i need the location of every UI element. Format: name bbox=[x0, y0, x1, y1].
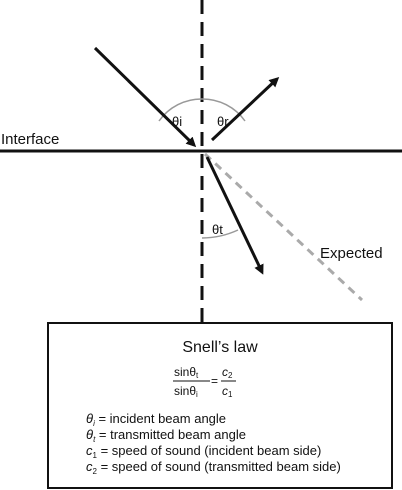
legend-theta-t: θt = transmitted beam angle bbox=[86, 427, 246, 444]
equation-right-denominator: c1 bbox=[222, 384, 233, 399]
expected-label: Expected bbox=[320, 245, 383, 262]
legend-c1: c1 = speed of sound (incident beam side) bbox=[86, 443, 321, 460]
reflected-angle-arc bbox=[201, 98, 246, 122]
interface-label: Interface bbox=[1, 131, 59, 148]
equation-right-numerator: c2 bbox=[222, 365, 233, 380]
snells-law-equation: sinθt sinθi = c2 c1 bbox=[173, 365, 236, 399]
legend-theta-i: θi = incident beam angle bbox=[86, 411, 226, 428]
incident-beam-arrow bbox=[93, 46, 197, 148]
equation-left-numerator: sinθt bbox=[174, 365, 199, 380]
theta-r-label: θr bbox=[217, 114, 229, 129]
transmitted-beam-arrow bbox=[205, 156, 264, 275]
expected-path-line bbox=[203, 152, 364, 302]
theta-i-label: θi bbox=[172, 114, 182, 129]
equation-left-denominator: sinθi bbox=[174, 384, 198, 399]
transmitted-angle-arc bbox=[201, 229, 239, 239]
reflected-beam-arrow bbox=[210, 76, 280, 142]
equation-equals: = bbox=[211, 374, 218, 388]
snells-law-title: Snell’s law bbox=[182, 339, 258, 356]
theta-t-label: θt bbox=[212, 222, 223, 237]
incident-angle-arc bbox=[158, 98, 203, 122]
snells-law-box-border bbox=[47, 322, 393, 489]
legend-c2: c2 = speed of sound (transmitted beam si… bbox=[86, 459, 341, 476]
snells-law-box: Snell’s law sinθt sinθi = c2 c1 θi = inc… bbox=[47, 322, 393, 489]
